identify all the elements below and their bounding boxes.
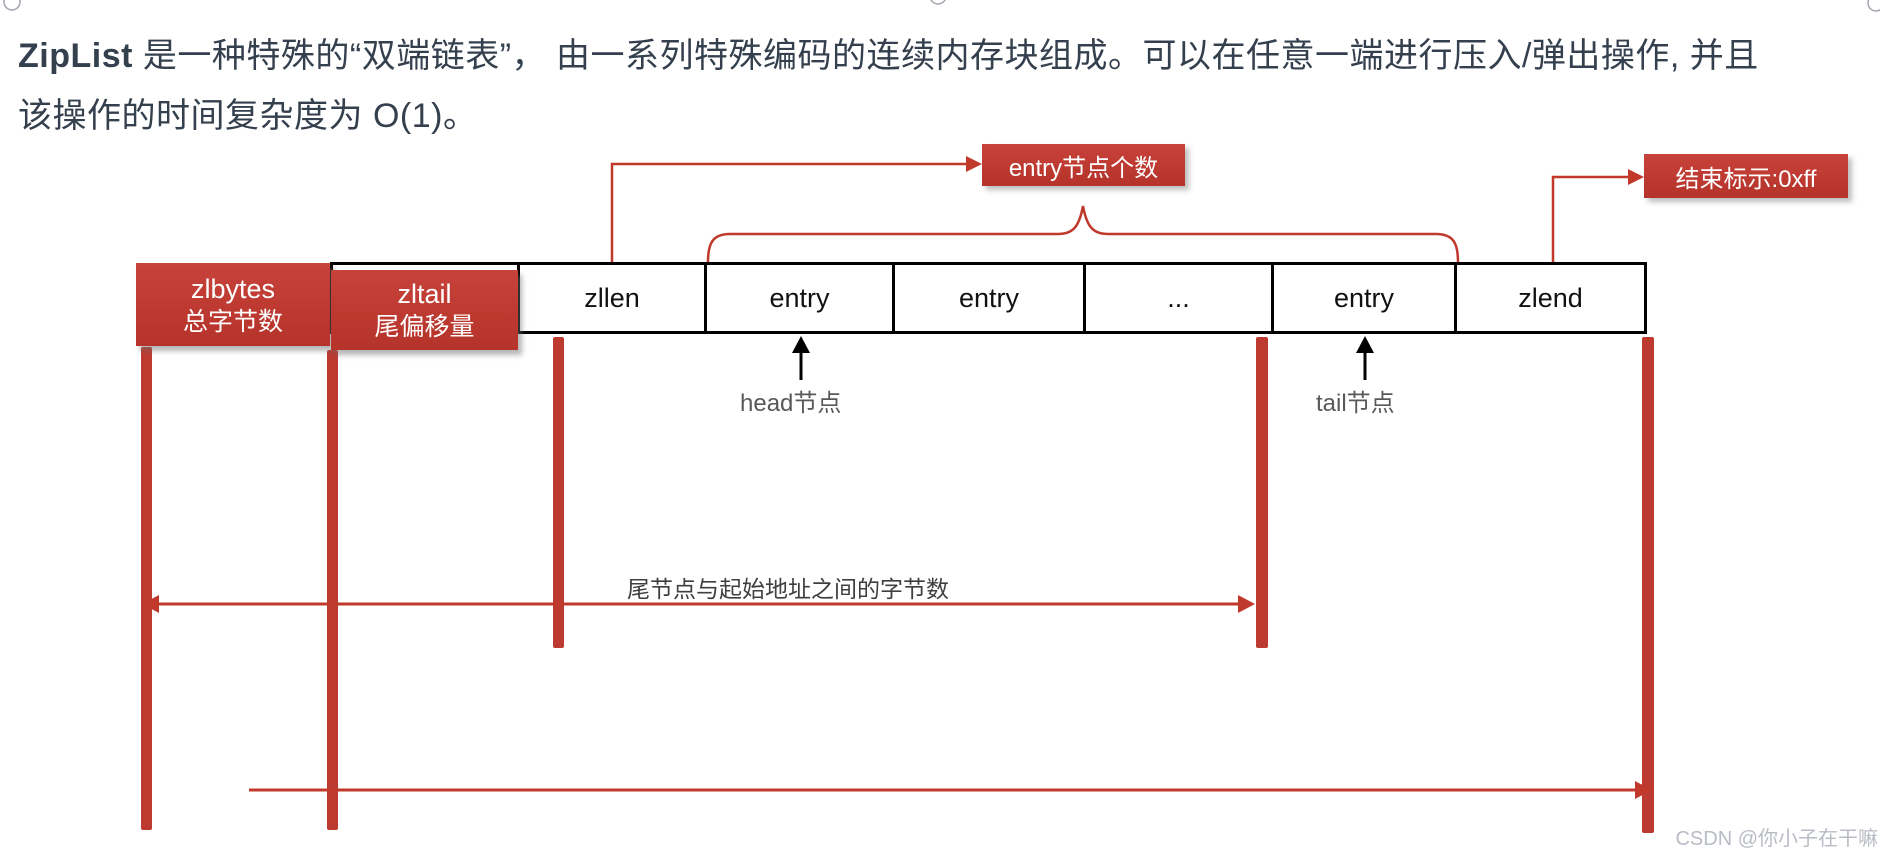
arrowhead-icon — [142, 595, 159, 613]
intro-paragraph: ZipList 是一种特殊的“双端链表”， 由一系列特殊编码的连续内存块组成。可… — [18, 26, 1858, 146]
zlend-bar — [1642, 337, 1654, 833]
arrowhead-icon — [1356, 336, 1374, 353]
entry-count-callout: entry节点个数 — [982, 144, 1185, 186]
arrowhead-icon — [1628, 169, 1644, 185]
selection-handle-icon — [930, 0, 946, 5]
csdn-watermark: CSDN @你小子在干嘛 — [1675, 828, 1878, 850]
cell-entry-3: entry — [1271, 265, 1454, 331]
arrowhead-icon — [1635, 781, 1652, 799]
selection-handle-icon — [1867, 0, 1880, 12]
zltail-label: zltail — [397, 279, 452, 309]
zlend-callout-connector — [1551, 175, 1630, 262]
cell-zltail: zltail 尾偏移量 — [331, 270, 518, 350]
entries-brace — [706, 205, 1460, 263]
intro-line2: 该操作的时间复杂度为 O(1)。 — [18, 97, 478, 135]
intro-line1: 是一种特殊的“双端链表”， 由一系列特殊编码的连续内存块组成。可以在任意一端进行… — [132, 37, 1759, 75]
zllen-callout-connector — [610, 162, 970, 262]
cell-zlend: zlend — [1454, 265, 1644, 331]
cell-zlbytes: zlbytes 总字节数 — [136, 263, 330, 346]
arrowhead-icon — [792, 336, 810, 353]
arrowhead-icon — [966, 156, 982, 172]
memory-layout-row: zllen entry entry ... entry zlend — [330, 262, 1647, 334]
zlbytes-label: zlbytes — [190, 273, 276, 304]
arrowhead-icon — [1238, 595, 1255, 613]
zltail-start-bar — [327, 350, 338, 830]
tail-entry-bar — [1256, 337, 1268, 648]
cell-zllen: zllen — [517, 265, 704, 331]
tail-offset-label: 尾节点与起始地址之间的字节数 — [627, 576, 949, 602]
selection-handle-icon — [3, 0, 21, 11]
zlbytes-start-bar — [141, 347, 152, 830]
zlbytes-sublabel: 总字节数 — [182, 307, 283, 336]
cell-entry-1: entry — [704, 265, 892, 331]
tail-node-label: tail节点 — [1316, 390, 1395, 417]
cell-ellipsis: ... — [1083, 265, 1271, 331]
zltail-sublabel: 尾偏移量 — [374, 313, 475, 341]
end-marker-callout: 结束标示:0xff — [1644, 154, 1848, 198]
head-node-label: head节点 — [740, 390, 842, 417]
ziplist-keyword: ZipList — [18, 37, 133, 75]
cell-entry-2: entry — [892, 265, 1083, 331]
